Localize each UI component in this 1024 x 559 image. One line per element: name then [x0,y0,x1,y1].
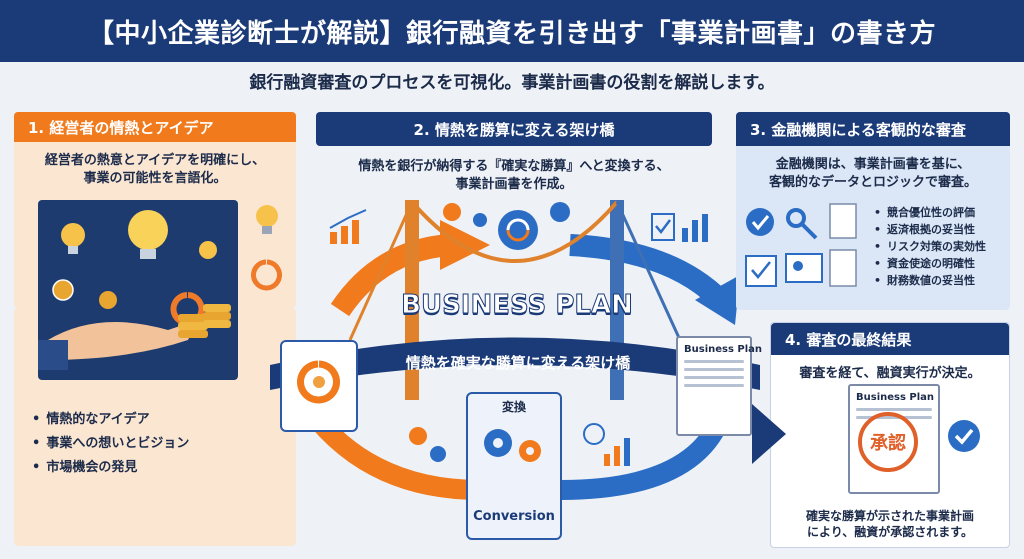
list-item: 情熱的なアイデア [32,408,189,432]
panel-result-footer: 確実な勝算が示された事業計画 により、融資が承認されます。 [770,508,1010,540]
page-title: 【中小企業診断士が解説】銀行融資を引き出す「事業計画書」の書き方 [87,18,936,49]
panel-review-desc: 金融機関は、事業計画書を基に、 客観的なデータとロジックで審査。 [736,156,1010,192]
lightbulb-hand-graphic [38,210,231,370]
approval-stamp: 承認 [858,412,918,472]
panel-result-footer-line1: 確実な勝算が示された事業計画 [805,509,974,523]
list-item: 返済根拠の妥当性 [874,221,986,238]
panel-review-desc-line1: 金融機関は、事業計画書を基に、 [775,157,971,172]
panel-result-heading: 4. 審査の最終結果 [771,323,1009,355]
conversion-card: 変換 Conversion [466,392,562,540]
panel-bridge-heading: 2. 情熱を勝算に変える架け橋 [413,120,615,139]
list-item: 市場機会の発見 [32,456,189,480]
business-plan-document-title: Business Plan [684,344,763,355]
bridge-banner: 情熱を確実な勝算に変える架け橋 [405,354,631,372]
review-checks: 競合優位性の評価 返済根拠の妥当性 リスク対策の実効性 資金使途の明確性 財務数… [874,204,986,289]
panel-bridge-desc-line1: 情熱を銀行が納得する『確実な勝算』へと変換する、 [358,159,670,174]
globe-chart-icon [576,420,636,474]
panel-passion-bullets: 情熱的なアイデア 事業への想いとビジョン 市場機会の発見 [32,408,189,480]
list-item: 財務数値の妥当性 [874,272,986,289]
panel-passion-desc: 経営者の熱意とアイデアを明確にし、 事業の可能性を言語化。 [14,152,296,188]
panel-passion-desc-line2: 事業の可能性を言語化。 [83,171,227,186]
conversion-label: Conversion [473,509,555,524]
flame-swirl-icon [250,258,284,296]
checklist-chart-icon [650,208,710,252]
panel-bridge-desc: 情熱を銀行が納得する『確実な勝算』へと変換する、 事業計画書を作成。 [316,158,712,194]
panel-review-heading: 3. 金融機関による客観的な審査 [736,112,1010,146]
panel-passion-heading: 1. 経営者の情熱とアイデア [14,112,296,142]
panel-result-footer-line2: により、融資が承認されます。 [806,525,974,539]
bridge-title: BUSINESS PLAN [401,290,634,321]
passion-swirl-card [280,340,358,432]
panel-result-desc: 審査を経て、融資実行が決定。 [799,366,981,381]
list-item: リスク対策の実効性 [874,238,986,255]
approved-plan-document-title: Business Plan [856,392,935,403]
gears-icon [484,429,541,462]
business-plan-document: Business Plan [676,336,763,436]
panel-review-desc-line2: 客観的なデータとロジックで審査。 [768,175,977,190]
passion-illustration [38,200,238,380]
panel-bridge-heading-box: 2. 情熱を勝算に変える架け橋 [316,112,712,146]
result-arrow-icon [752,404,792,468]
review-icons [744,200,864,304]
check-circle-icon [946,418,982,458]
swirl-icon [297,360,340,404]
list-item: 競合優位性の評価 [874,204,986,221]
small-gears-icon [398,420,458,474]
panel-passion-desc-line1: 経営者の熱意とアイデアを明確にし、 [44,153,266,168]
bulb-icon [252,202,282,246]
list-item: 資金使途の明確性 [874,255,986,272]
bar-chart-icon [326,206,376,250]
header-bar: 【中小企業診断士が解説】銀行融資を引き出す「事業計画書」の書き方 [0,0,1024,62]
list-item: 事業への想いとビジョン [32,432,189,456]
conversion-card-label: 変換 [501,400,526,414]
approval-stamp-text: 承認 [870,433,906,454]
panel-bridge-desc-line2: 事業計画書を作成。 [455,177,573,192]
page-subtitle: 銀行融資審査のプロセスを可視化。事業計画書の役割を解説します。 [249,73,775,93]
